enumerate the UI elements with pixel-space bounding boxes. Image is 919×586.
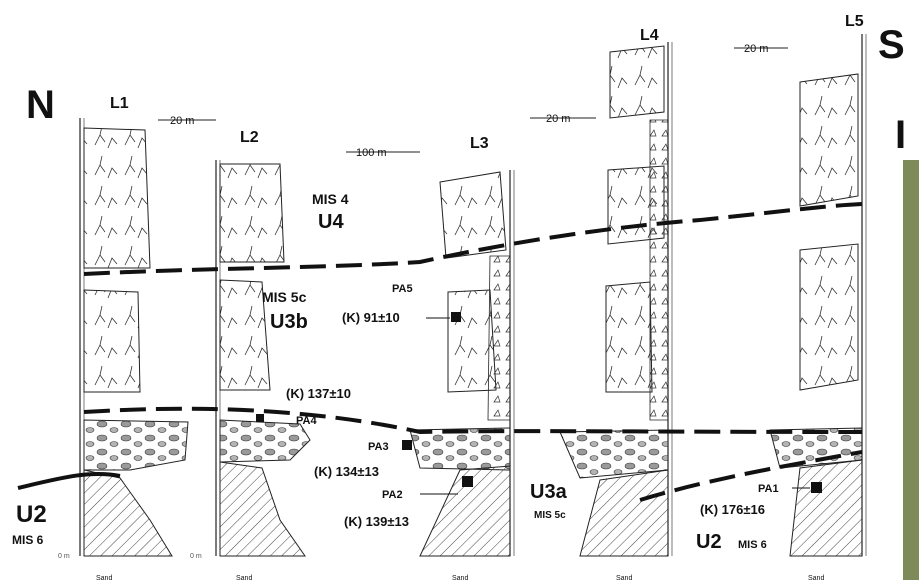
- sample-marker: [256, 414, 264, 422]
- svg-text:20 m: 20 m: [170, 115, 194, 127]
- log-L1: L1 0 m: [58, 95, 188, 560]
- grain-size-axis: Sand Sand Sand Sand Sand: [96, 575, 824, 582]
- log-L2: L2 0 m: [190, 129, 310, 560]
- unit-label: U2: [16, 501, 47, 528]
- sample-marker: [811, 482, 822, 493]
- log-depth-tick: 0 m: [190, 553, 202, 560]
- svg-text:20 m: 20 m: [546, 113, 570, 125]
- grain-axis-sand: Sand: [236, 575, 252, 582]
- unit-label: U3a: [530, 481, 568, 503]
- sample-marker: [451, 312, 461, 322]
- sample-PA3: PA3 (K) 134±13: [314, 440, 412, 479]
- sample-marker: [402, 440, 412, 450]
- mis-label: MIS 4: [312, 191, 349, 207]
- south-label: S: [878, 23, 905, 67]
- svg-text:20 m: 20 m: [744, 43, 768, 55]
- sample-date: (K) 139±13: [344, 514, 409, 529]
- sample-date: (K) 176±16: [700, 502, 765, 517]
- north-label: N: [26, 83, 55, 127]
- log-label: L5: [845, 13, 864, 30]
- grain-axis-sand: Sand: [616, 575, 632, 582]
- log-L3: L3: [410, 135, 514, 556]
- grain-axis-sand: Sand: [452, 575, 468, 582]
- scale-bar: 100 m: [346, 147, 420, 159]
- sample-label: PA4: [296, 415, 317, 427]
- log-label: L1: [110, 95, 129, 112]
- svg-text:100 m: 100 m: [356, 147, 387, 159]
- sample-label: PA1: [758, 483, 779, 495]
- log-label: L4: [640, 27, 659, 44]
- scale-bar: 20 m: [734, 43, 788, 55]
- mis-label: MIS 6: [738, 539, 767, 551]
- sample-label: PA3: [368, 441, 389, 453]
- mis-label: MIS 6: [12, 533, 44, 547]
- sample-label: PA5: [392, 283, 413, 295]
- sample-date: (K) 91±10: [342, 310, 400, 325]
- unit-label: U3b: [270, 311, 308, 333]
- unit-label: U2: [696, 531, 722, 553]
- grain-axis-sand: Sand: [808, 575, 824, 582]
- photo-inset-edge: [903, 160, 919, 580]
- scale-bar: 20 m: [158, 115, 216, 127]
- sample-date: (K) 134±13: [314, 464, 379, 479]
- mis-label: MIS 5c: [534, 510, 566, 521]
- log-label: L2: [240, 129, 259, 146]
- mis-label: MIS 5c: [262, 289, 307, 305]
- sample-marker: [462, 476, 473, 487]
- unit-label: U4: [318, 211, 344, 233]
- sample-date: (K) 137±10: [286, 386, 351, 401]
- sample-PA4: (K) 137±10 PA4: [256, 386, 351, 427]
- log-L4: L4: [560, 27, 672, 556]
- log-label: L3: [470, 135, 489, 152]
- log-L5: L5: [770, 13, 866, 556]
- scale-bar: 20 m: [530, 113, 596, 125]
- sample-label: PA2: [382, 489, 403, 501]
- figure-letter-partial: I: [895, 113, 906, 157]
- log-depth-tick: 0 m: [58, 553, 70, 560]
- grain-axis-sand: Sand: [96, 575, 112, 582]
- sample-PA5: PA5 (K) 91±10: [342, 283, 461, 325]
